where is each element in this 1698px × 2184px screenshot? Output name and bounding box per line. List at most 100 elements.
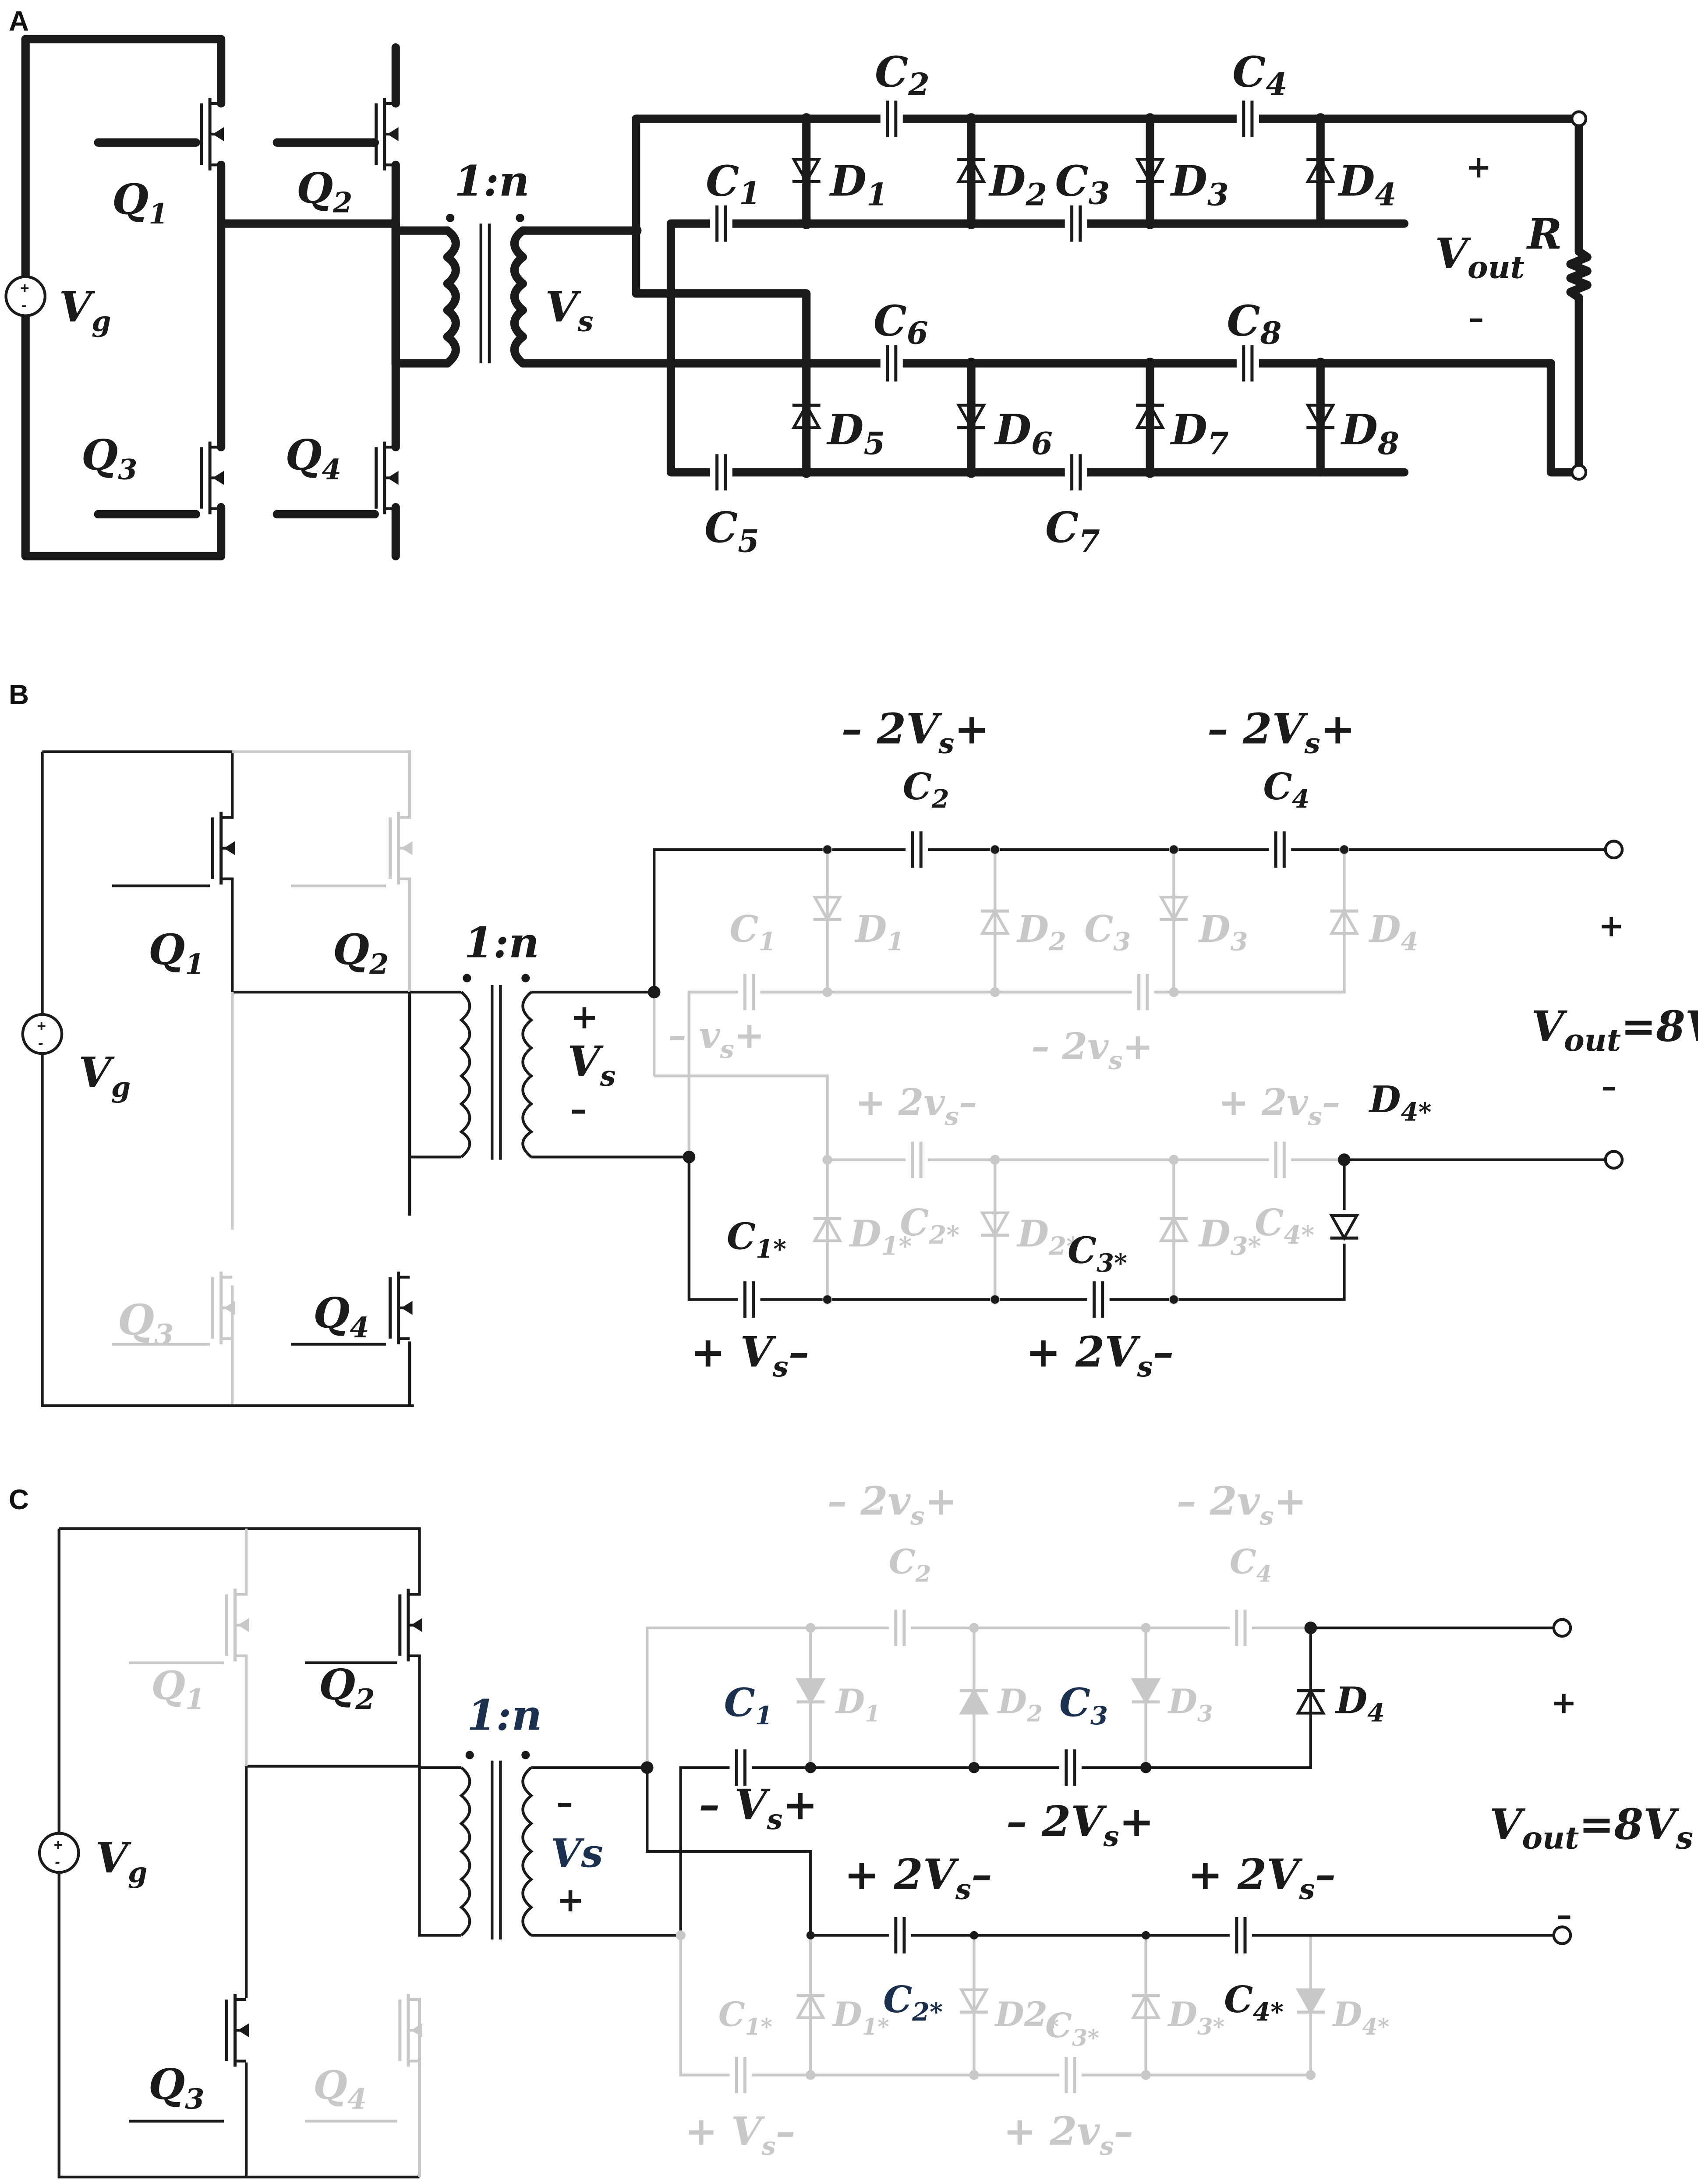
label-d4x: D4* xyxy=(1369,1078,1432,1127)
label-vs-plus: + xyxy=(556,1880,584,1920)
label-c2x-volt: + 2Vs– xyxy=(844,1850,992,1906)
label-d4: D4 xyxy=(1335,1679,1385,1727)
label-out-plus: + xyxy=(1599,907,1624,943)
label-d1x: D1* xyxy=(849,1212,912,1261)
label-q4: Q4 xyxy=(285,430,341,486)
label-d7: D7 xyxy=(1170,405,1229,461)
label-c3x-volt: + 2Vs– xyxy=(1026,1327,1174,1383)
label-vs: Vs xyxy=(551,1830,603,1876)
label-c1x: C1* xyxy=(718,1995,772,2040)
label-q2: Q2 xyxy=(297,163,353,219)
label-c2x: C2* xyxy=(900,1201,959,1250)
panel-b: B xyxy=(9,679,1698,1408)
label-c4-volt: – 2vs+ xyxy=(1177,1478,1307,1531)
label-c7: C7 xyxy=(1045,503,1100,559)
label-c4-volt: – 2Vs+ xyxy=(1207,704,1355,760)
label-c3-volt: – 2vs+ xyxy=(1031,1025,1153,1075)
label-c1: C1 xyxy=(724,1680,773,1730)
label-vg: Vg xyxy=(96,1833,148,1889)
label-q1: Q1 xyxy=(112,174,168,230)
label-q4: Q4 xyxy=(313,1288,369,1344)
label-d2: D2 xyxy=(988,156,1047,213)
label-c1x-volt: + Vs– xyxy=(690,1327,809,1383)
label-vs-plus: + xyxy=(570,997,598,1037)
label-c4: C4 xyxy=(1230,1542,1272,1588)
label-c3: C3 xyxy=(1059,1680,1108,1730)
label-c2: C2 xyxy=(875,47,930,103)
label-c2: C2 xyxy=(903,765,949,814)
label-d3: D3 xyxy=(1167,1682,1213,1727)
label-q1: Q1 xyxy=(151,1663,205,1716)
label-c1: C1 xyxy=(706,156,761,211)
label-c2x: C2* xyxy=(883,1978,943,2027)
label-c6: C6 xyxy=(874,296,928,351)
label-d2x: D2* xyxy=(994,1995,1059,2040)
label-out-minus: – xyxy=(1601,1068,1617,1104)
label-c3x-volt: + 2vs– xyxy=(1003,2109,1133,2161)
label-c3-volt: – 2Vs+ xyxy=(1006,1797,1154,1853)
label-c3x: C3* xyxy=(1068,1229,1127,1278)
label-d5: D5 xyxy=(826,405,885,461)
label-c4: C4 xyxy=(1263,765,1309,814)
label-ratio: 1:n xyxy=(454,156,529,206)
label-c2-volt: – 2vs+ xyxy=(828,1478,958,1531)
label-vout-plus: + xyxy=(1466,149,1492,185)
label-vout: Vout xyxy=(1435,229,1525,285)
label-d4x: D4* xyxy=(1332,1995,1390,2040)
panel-b-tag: B xyxy=(9,679,29,710)
label-c3: C3 xyxy=(1084,908,1131,956)
label-c2x-volt: + 2vs– xyxy=(855,1081,977,1131)
label-d2: D2 xyxy=(1016,908,1066,956)
label-c8: C8 xyxy=(1227,296,1282,351)
label-out-plus: + xyxy=(1551,1684,1577,1720)
label-q4: Q4 xyxy=(313,2062,367,2115)
label-c1-volt: – Vs+ xyxy=(699,1780,817,1836)
label-d3x: D3* xyxy=(1167,1995,1225,2040)
label-q2: Q2 xyxy=(333,925,389,981)
label-d6: D6 xyxy=(994,405,1053,461)
label-d1: D1 xyxy=(829,156,888,213)
label-d3: D3 xyxy=(1170,156,1229,213)
label-c3: C3 xyxy=(1055,156,1110,211)
panel-a: A xyxy=(6,5,1592,560)
label-c2-volt: – 2Vs+ xyxy=(841,704,989,760)
label-vs: Vs xyxy=(567,1036,616,1092)
label-d4: D4 xyxy=(1337,156,1397,213)
panel-c-tag: C xyxy=(9,1484,29,1515)
label-q3: Q3 xyxy=(149,2059,205,2115)
label-ratio: 1:n xyxy=(467,1691,542,1740)
panel-a-tag: A xyxy=(9,5,29,37)
label-vs-minus: – xyxy=(570,1089,587,1129)
label-c4x-volt: + 2vs– xyxy=(1218,1081,1340,1131)
label-q3: Q3 xyxy=(118,1295,174,1351)
label-d1: D1 xyxy=(835,1682,881,1727)
label-vs: Vs xyxy=(545,282,593,338)
label-c4: C4 xyxy=(1232,47,1287,103)
label-c5: C5 xyxy=(704,503,759,559)
label-c1x-volt: + Vs– xyxy=(685,2109,795,2161)
label-out-minus: – xyxy=(1556,1897,1572,1933)
label-d3x: D3* xyxy=(1198,1212,1261,1261)
label-r: R xyxy=(1526,209,1562,259)
label-c1x: C1* xyxy=(727,1215,786,1264)
label-c3x: C3* xyxy=(1045,2006,1099,2051)
label-d2: D2 xyxy=(997,1682,1043,1727)
label-c4x-volt: + 2Vs– xyxy=(1188,1850,1336,1906)
label-q2: Q2 xyxy=(319,1660,375,1716)
label-d4: D4 xyxy=(1369,908,1419,956)
label-d8: D8 xyxy=(1340,405,1399,461)
label-ratio: 1:n xyxy=(464,918,539,967)
label-c4x: C4* xyxy=(1224,1978,1284,2027)
label-c1: C1 xyxy=(729,908,776,956)
label-c4x: C4* xyxy=(1255,1201,1314,1250)
label-q3: Q3 xyxy=(81,430,138,486)
label-d2x: D2* xyxy=(1016,1212,1079,1261)
label-vout-minus: – xyxy=(1468,299,1484,336)
label-q1: Q1 xyxy=(149,925,205,981)
label-d1: D1 xyxy=(854,908,904,956)
label-vs-minus: – xyxy=(556,1783,573,1822)
label-d1x: D1* xyxy=(832,1995,889,2040)
label-vout: Vout=8Vs xyxy=(1489,1799,1693,1856)
label-c1-volt: – vs+ xyxy=(668,1014,764,1064)
